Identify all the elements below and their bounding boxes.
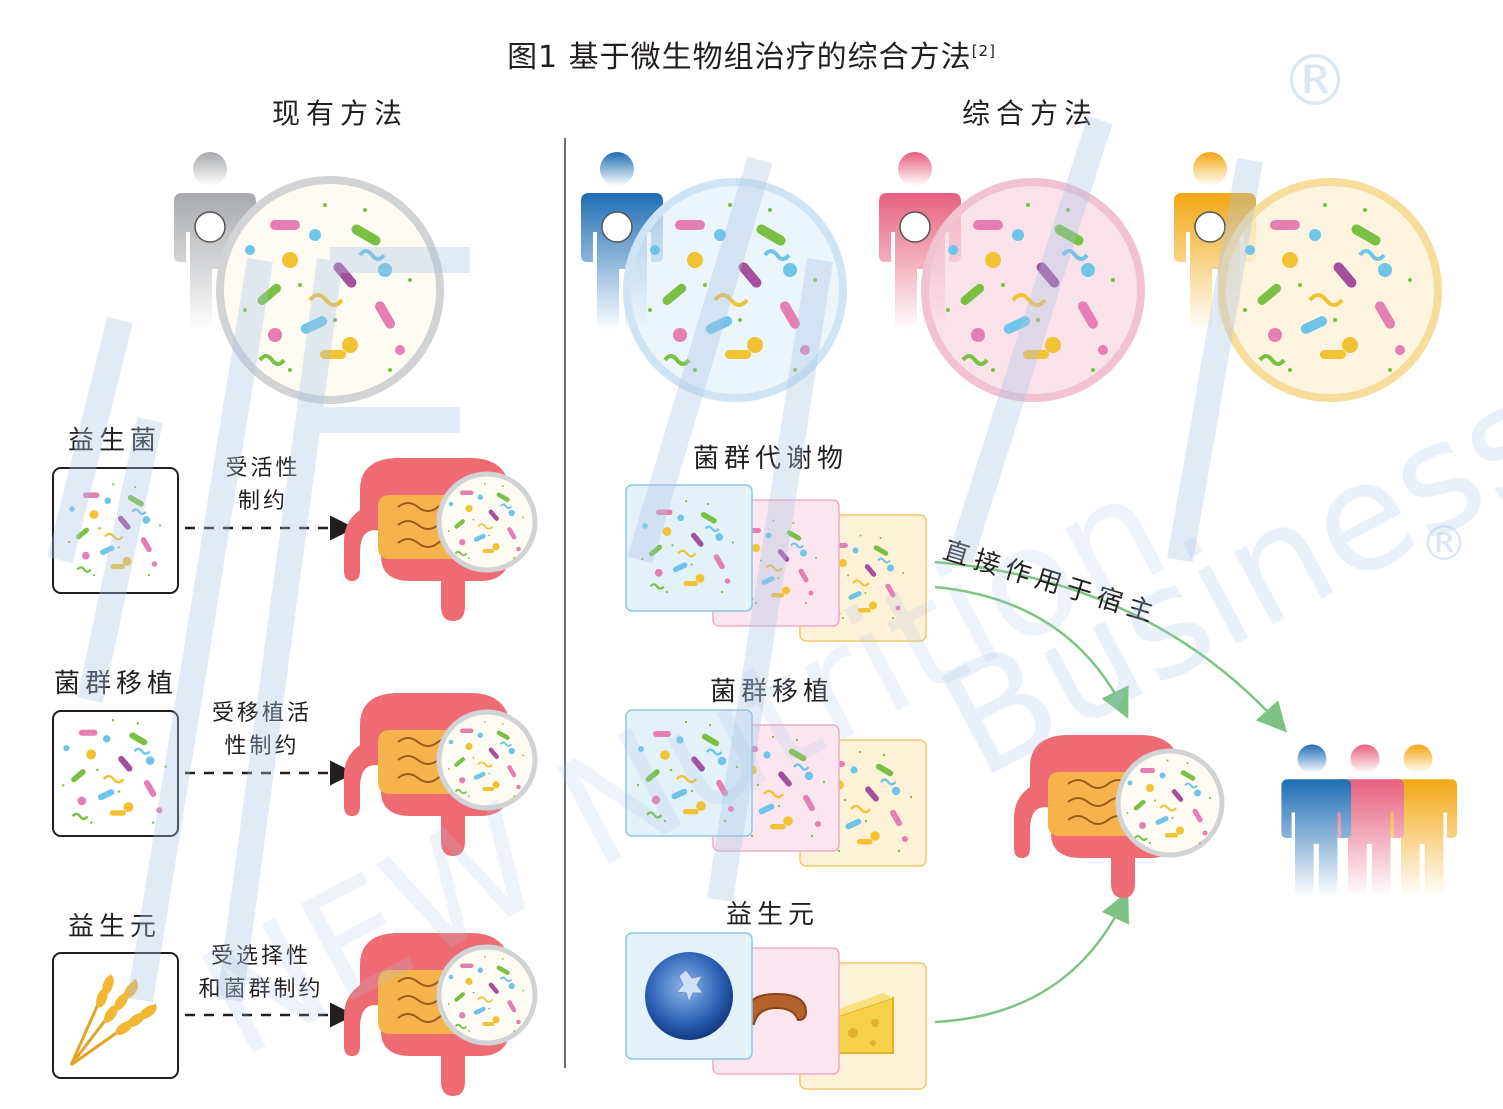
prebiotics-row [52, 932, 538, 1097]
constraint-prebiotics: 受选择性和菌群制约 [198, 944, 324, 1002]
bacteria-circle-icon [1115, 748, 1225, 858]
metabolites-cards [625, 484, 927, 642]
constraint-fmt: 受移植活性制约 [211, 701, 312, 759]
stomach-icon [601, 211, 633, 243]
bacteria-circle-icon [921, 178, 1145, 402]
person-icon [172, 152, 256, 331]
sausage-icon [744, 992, 808, 1026]
label-fmt: 菌群移植 [54, 669, 179, 699]
blueberry-icon [645, 952, 733, 1040]
arrow-prebiotics-to-gut [934, 891, 1129, 1024]
probiotics-row [52, 457, 538, 622]
divider [564, 138, 566, 1068]
label-fmt-right: 菌群移植 [710, 677, 835, 707]
stomach-icon [194, 211, 226, 243]
person-icon-pink [877, 152, 961, 331]
person-icon-yellow [1172, 152, 1256, 331]
bacteria-circle-icon [436, 944, 538, 1046]
bacteria-circle-icon [436, 471, 538, 573]
figure-title: 图1 基于微生物组治疗的综合方法[2] [507, 40, 996, 75]
person-icon-blue [579, 152, 663, 331]
bacteria-circle-icon [623, 178, 847, 402]
label-metabolites: 菌群代谢物 [693, 444, 849, 474]
host-group [1279, 744, 1458, 897]
bacteria-circle-icon [1218, 178, 1442, 402]
colored-persons-microbiome [579, 152, 1442, 402]
fmt-row [52, 692, 538, 857]
bacteria-circle-icon [436, 709, 538, 811]
grey-person-microbiome [172, 152, 444, 404]
citation: [2] [971, 42, 996, 60]
label-prebiotics: 益生元 [68, 912, 162, 942]
heading-existing-methods: 现有方法 [272, 97, 409, 130]
label-probiotics: 益生菌 [68, 426, 162, 456]
wheat-icon [69, 974, 157, 1067]
stomach-icon [899, 211, 931, 243]
stomach-icon [1194, 211, 1226, 243]
arrow-metabolites-to-gut [934, 585, 1129, 719]
probiotics-box [52, 467, 179, 594]
gut-microbiome-right [1013, 734, 1225, 899]
prebiotics-cards [625, 932, 927, 1090]
arrow-metabolites-to-host [934, 560, 1288, 733]
bacteria-circle-icon [216, 176, 444, 404]
label-prebiotics-right: 益生元 [726, 900, 820, 930]
heading-integrated-methods: 综合方法 [962, 97, 1099, 130]
constraint-probiotics: 受活性制约 [225, 456, 301, 514]
fmt-cards [625, 709, 927, 867]
